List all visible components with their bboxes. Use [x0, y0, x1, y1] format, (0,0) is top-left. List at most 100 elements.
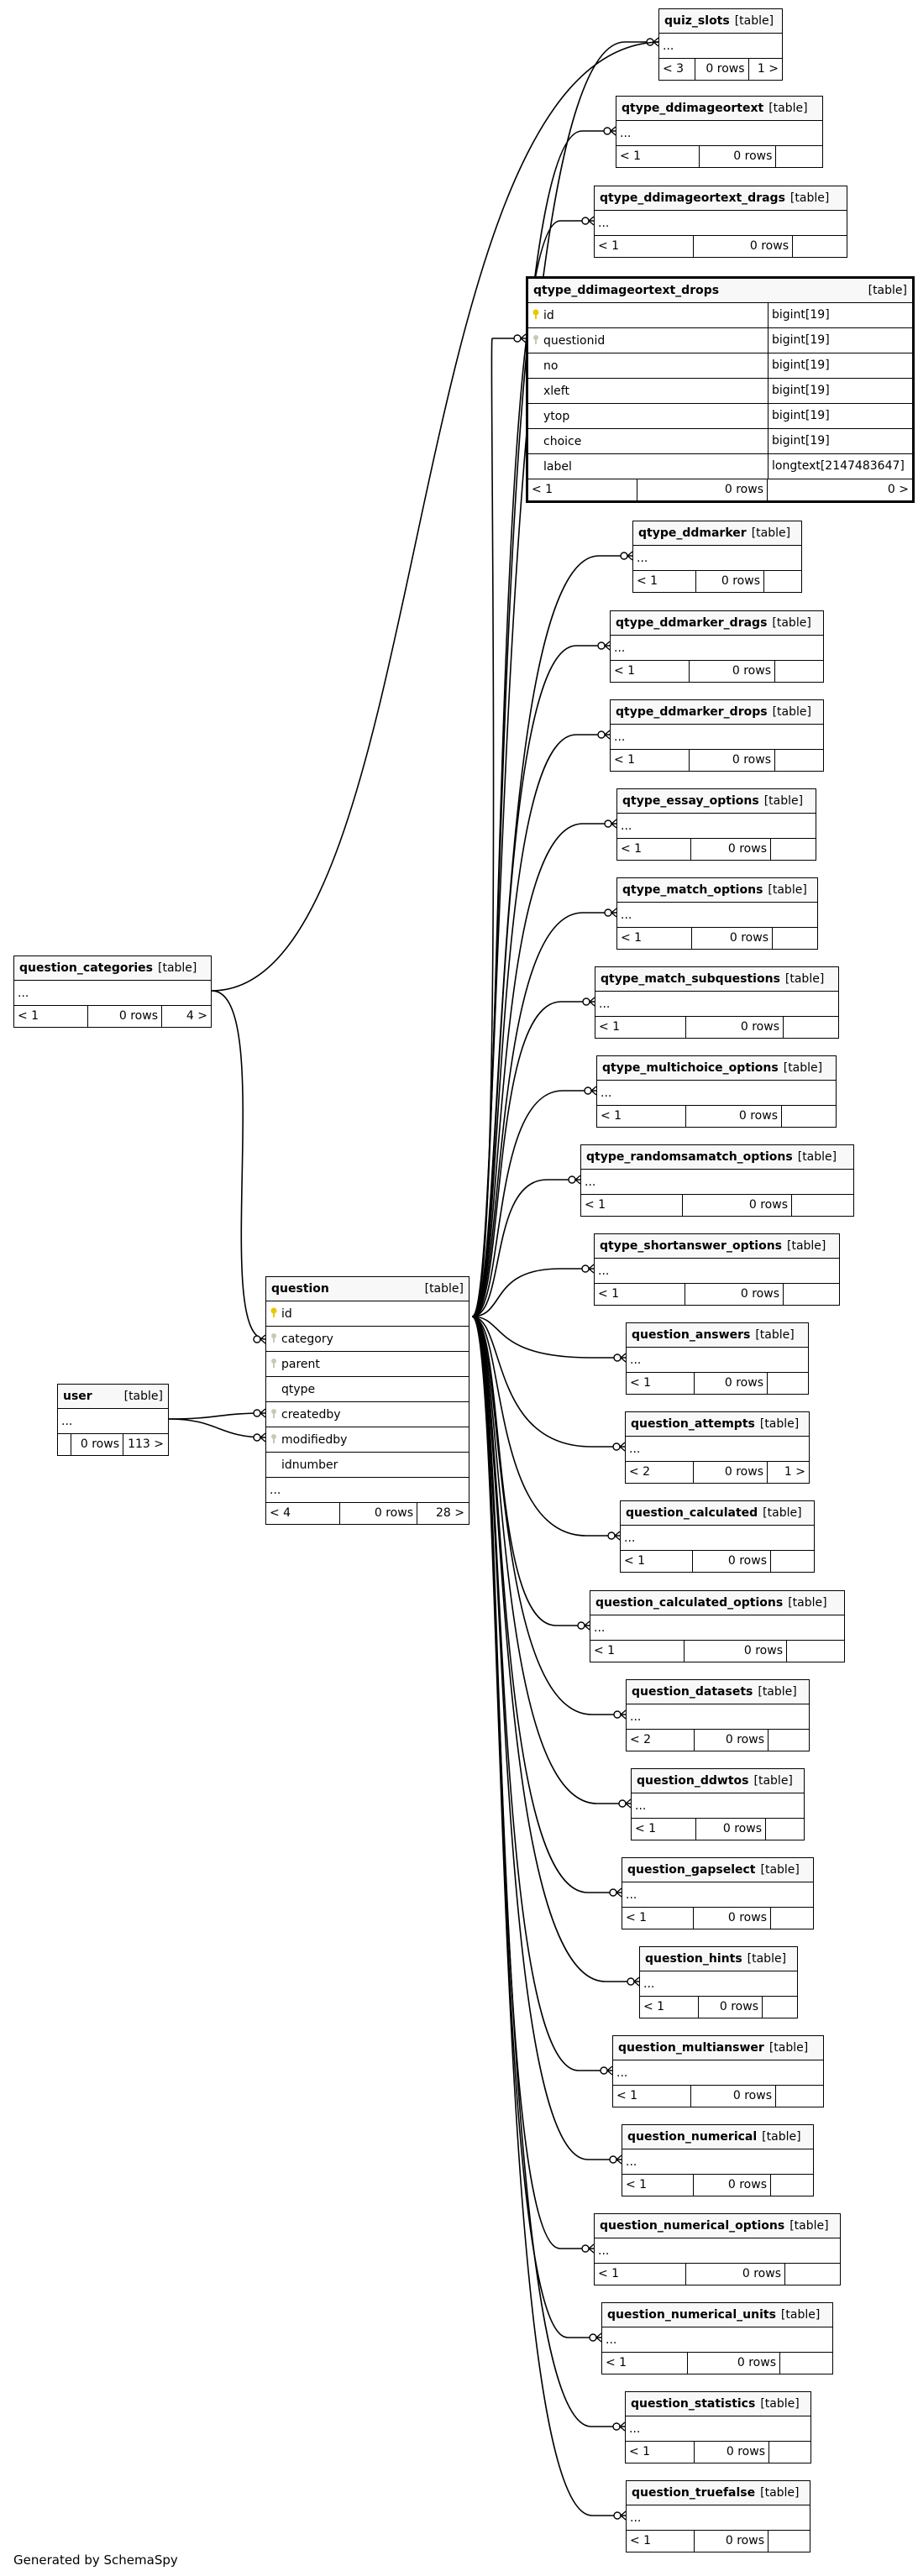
column-row-choice[interactable]: choice bigint[19] [528, 429, 912, 454]
link-question_calculated [471, 1316, 620, 1537]
table-name: qtype_ddmarker_drags [616, 616, 768, 630]
column-type: longtext[2147483647] [768, 454, 905, 479]
column-name: id [543, 308, 554, 322]
ellipsis-row: ... [617, 814, 816, 839]
crowfoot-question_attempts [612, 1442, 626, 1452]
column-name: createdby [281, 1407, 341, 1422]
crowfoot-question_calculated_options [577, 1620, 590, 1631]
table-question-calculated-options[interactable]: question_calculated_options[table]...< 1… [590, 1590, 845, 1662]
column-row-id[interactable]: id [266, 1301, 469, 1327]
crowfoot-question_numerical [609, 2155, 622, 2165]
ellipsis-row: ... [627, 1348, 808, 1373]
column-row-parent[interactable]: parent [266, 1352, 469, 1377]
column-row-idnumber[interactable]: idnumber [266, 1453, 469, 1478]
table-kind: [table] [753, 1774, 793, 1788]
foreign-key-icon [528, 334, 543, 348]
ellipsis-row: ... [626, 2416, 810, 2442]
column-type: bigint[19] [768, 404, 830, 428]
column-row-category[interactable]: category [266, 1327, 469, 1352]
column-row-modifiedby[interactable]: modifiedby [266, 1427, 469, 1453]
table-name: qtype_match_subquestions [601, 972, 780, 986]
table-name: question_categories [19, 961, 153, 975]
crowfoot-question_statistics [612, 2422, 626, 2432]
table-name: question_numerical_options [600, 2219, 785, 2233]
table-kind: [table] [772, 705, 811, 719]
ellipsis-row: ... [627, 1704, 809, 1730]
ellipsis-row: ... [627, 2505, 810, 2531]
table-name: qtype_ddmarker [638, 526, 747, 540]
table-name: question_calculated_options [595, 1596, 784, 1610]
link-categories-quiz-slots [211, 41, 659, 992]
link-question_datasets [471, 1316, 626, 1715]
crowfoot-qtype_ddimageortext_drags [581, 216, 595, 226]
table-name: quiz_slots [664, 14, 730, 28]
crowfoot-question-category [253, 1334, 266, 1344]
foreign-key-icon [266, 1333, 281, 1346]
crowfoot-question_calculated [607, 1531, 621, 1541]
column-type: bigint[19] [768, 429, 830, 453]
column-row-qtype[interactable]: qtype [266, 1377, 469, 1402]
table-qtype-ddimageortext-drags[interactable]: qtype_ddimageortext_drags[table] ... < 1… [594, 186, 847, 258]
table-kind: [table] [789, 191, 830, 205]
table-kind: [table] [784, 972, 825, 986]
ellipsis-row: ... [597, 1081, 836, 1106]
column-name: choice [543, 434, 582, 448]
ellipsis-row: ... [633, 546, 801, 571]
crowfoot-qtype_ddimageortext_drops [513, 333, 527, 343]
column-row-createdby[interactable]: createdby [266, 1402, 469, 1427]
table-kind: [table] [768, 2041, 809, 2055]
crowfoot-qtype_match_options [604, 908, 617, 918]
table-kind: [table] [868, 284, 907, 297]
table-kind: [table] [758, 1685, 797, 1699]
crowfoot-qtype_match_subquestions [582, 997, 595, 1007]
table-kind: [table] [734, 14, 774, 28]
table-kind: [table] [747, 1952, 787, 1966]
link-qtype_multichoice_options [471, 1090, 596, 1317]
table-kind: [table] [760, 2486, 800, 2500]
column-type: bigint[19] [768, 353, 830, 378]
column-name: modifiedby [281, 1432, 348, 1447]
table-name: qtype_ddimageortext_drops [533, 284, 720, 297]
link-question_attempts [471, 1316, 625, 1448]
table-qtype-randomsamatch-options[interactable]: qtype_randomsamatch_options[table]...< 1… [580, 1144, 854, 1217]
crowfoot-qtype_ddimageortext [603, 126, 616, 136]
